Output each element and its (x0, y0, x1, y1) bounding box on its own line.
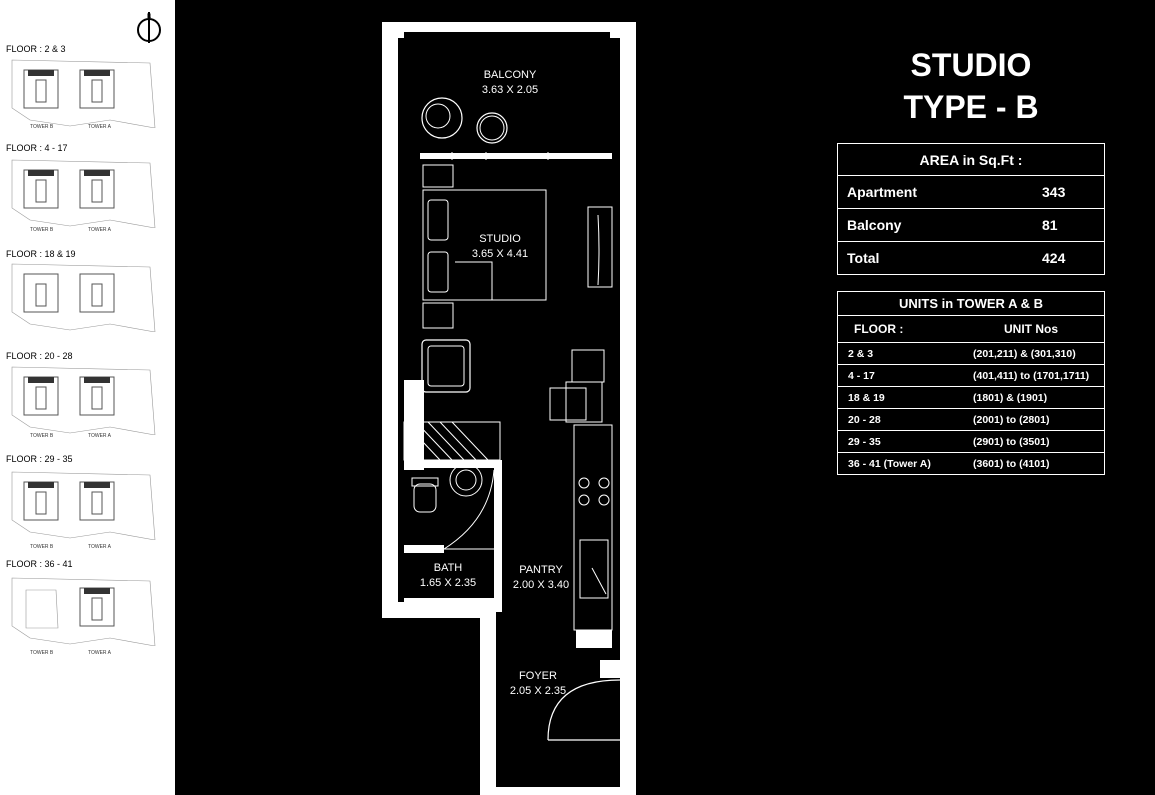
tower-b-label: TOWER B (30, 433, 54, 439)
room-label-bath: BATH 1.65 X 2.35 (410, 561, 486, 591)
room-size: 2.05 X 2.35 (509, 685, 567, 697)
tower-a-label: TOWER A (88, 650, 111, 656)
key-plan-panel: N FLOOR : 2 & 3 TOWER B TOWER A FLOOR : … (0, 0, 175, 795)
units-table-column-headers: FLOOR : UNIT Nos (838, 315, 1104, 342)
key-plan-diagram-icon (11, 471, 156, 540)
units-table: UNITS in TOWER A & B FLOOR : UNIT Nos 2 … (837, 291, 1105, 475)
area-table-heading: AREA in Sq.Ft : (919, 151, 1023, 168)
washbasin-icon (449, 463, 483, 497)
room-label-foyer: FOYER 2.05 X 2.35 (500, 669, 576, 699)
armchair-icon (421, 97, 463, 139)
dining-set-icon (549, 349, 605, 423)
room-name: BATH (433, 562, 463, 574)
table-row: 29 - 35 (2901) to (3501) (838, 430, 1104, 452)
floor-label: FLOOR : 36 - 41 (6, 559, 73, 569)
area-value: 81 (1042, 217, 1058, 233)
area-value: 424 (1042, 250, 1066, 266)
room-size: 3.63 X 2.05 (481, 84, 539, 96)
tower-b-label: TOWER B (30, 650, 54, 656)
area-label: Balcony (847, 217, 902, 233)
bed-icon (422, 164, 547, 329)
table-row: 36 - 41 (Tower A) (3601) to (4101) (838, 452, 1104, 474)
units-cell: (2901) to (3501) (973, 435, 1050, 448)
column-header-floor: FLOOR : (854, 322, 904, 336)
floor-plan-drawing (382, 22, 636, 795)
table-row: Total 424 (838, 241, 1104, 274)
tower-a-label: TOWER A (88, 124, 111, 130)
table-row: Balcony 81 (838, 208, 1104, 241)
room-name: FOYER (519, 670, 557, 682)
units-table-heading: UNITS in TOWER A & B (899, 296, 1043, 311)
plan-title-line-1: STUDIO (910, 47, 1032, 83)
units-cell: (1801) & (1901) (973, 391, 1048, 404)
area-value: 343 (1042, 184, 1066, 200)
key-plan-diagram-icon (11, 263, 156, 332)
key-plan-diagram-icon (11, 366, 156, 435)
room-label-balcony: BALCONY 3.63 X 2.05 (470, 68, 550, 98)
tower-a-label: TOWER A (88, 544, 111, 550)
table-row: 2 & 3 (201,211) & (301,310) (838, 342, 1104, 364)
table-row: 4 - 17 (401,411) to (1701,1711) (838, 364, 1104, 386)
units-cell: (3601) to (4101) (973, 457, 1050, 470)
floor-cell: 4 - 17 (848, 369, 875, 382)
entry-door-icon (547, 679, 621, 741)
room-size: 3.65 X 4.41 (471, 248, 529, 260)
room-name: STUDIO (479, 233, 521, 245)
table-row: 18 & 19 (1801) & (1901) (838, 386, 1104, 408)
floor-label: FLOOR : 2 & 3 (6, 44, 66, 54)
floor-label: FLOOR : 4 - 17 (6, 143, 68, 153)
floor-label: FLOOR : 20 - 28 (6, 351, 73, 361)
kitchen-counter-icon (573, 424, 613, 631)
svg-text:N: N (147, 14, 151, 20)
sofa-chair-icon (421, 339, 471, 393)
plan-title-line-2: TYPE - B (903, 89, 1039, 125)
floor-cell: 29 - 35 (848, 435, 881, 448)
room-name: PANTRY (519, 564, 563, 576)
floor-cell: 36 - 41 (Tower A) (848, 457, 931, 470)
floor-label: FLOOR : 18 & 19 (6, 249, 76, 259)
units-cell: (201,211) & (301,310) (973, 347, 1076, 360)
floor-cell: 18 & 19 (848, 391, 885, 404)
units-cell: (401,411) to (1701,1711) (973, 369, 1090, 382)
room-name: BALCONY (483, 69, 537, 81)
toilet-icon (411, 477, 439, 513)
column-header-units: UNIT Nos (1004, 322, 1058, 336)
tv-unit-icon (587, 206, 613, 288)
tower-b-label: TOWER B (30, 544, 54, 550)
north-arrow-icon: N (137, 12, 161, 43)
floor-cell: 2 & 3 (848, 347, 874, 360)
room-label-pantry: PANTRY 2.00 X 3.40 (502, 563, 580, 593)
floor-cell: 20 - 28 (848, 413, 881, 426)
tower-a-label: TOWER A (88, 227, 111, 233)
tower-b-label: TOWER B (30, 227, 54, 233)
key-plan-diagram-icon (11, 59, 156, 128)
key-plan-diagram-icon (11, 577, 156, 646)
tower-a-label: TOWER A (88, 433, 111, 439)
tower-b-label: TOWER B (30, 124, 54, 130)
area-table: AREA in Sq.Ft : Apartment 343 Balcony 81… (837, 143, 1105, 275)
room-size: 1.65 X 2.35 (419, 577, 477, 589)
room-size: 2.00 X 3.40 (512, 579, 570, 591)
units-cell: (2001) to (2801) (973, 413, 1050, 426)
round-table-icon (476, 112, 508, 144)
table-row: Apartment 343 (838, 175, 1104, 208)
floor-label: FLOOR : 29 - 35 (6, 454, 73, 464)
area-label: Apartment (847, 184, 918, 200)
table-row: 20 - 28 (2001) to (2801) (838, 408, 1104, 430)
key-plan-diagram-icon (11, 159, 156, 228)
area-label: Total (847, 250, 880, 266)
room-label-studio: STUDIO 3.65 X 4.41 (458, 232, 542, 262)
